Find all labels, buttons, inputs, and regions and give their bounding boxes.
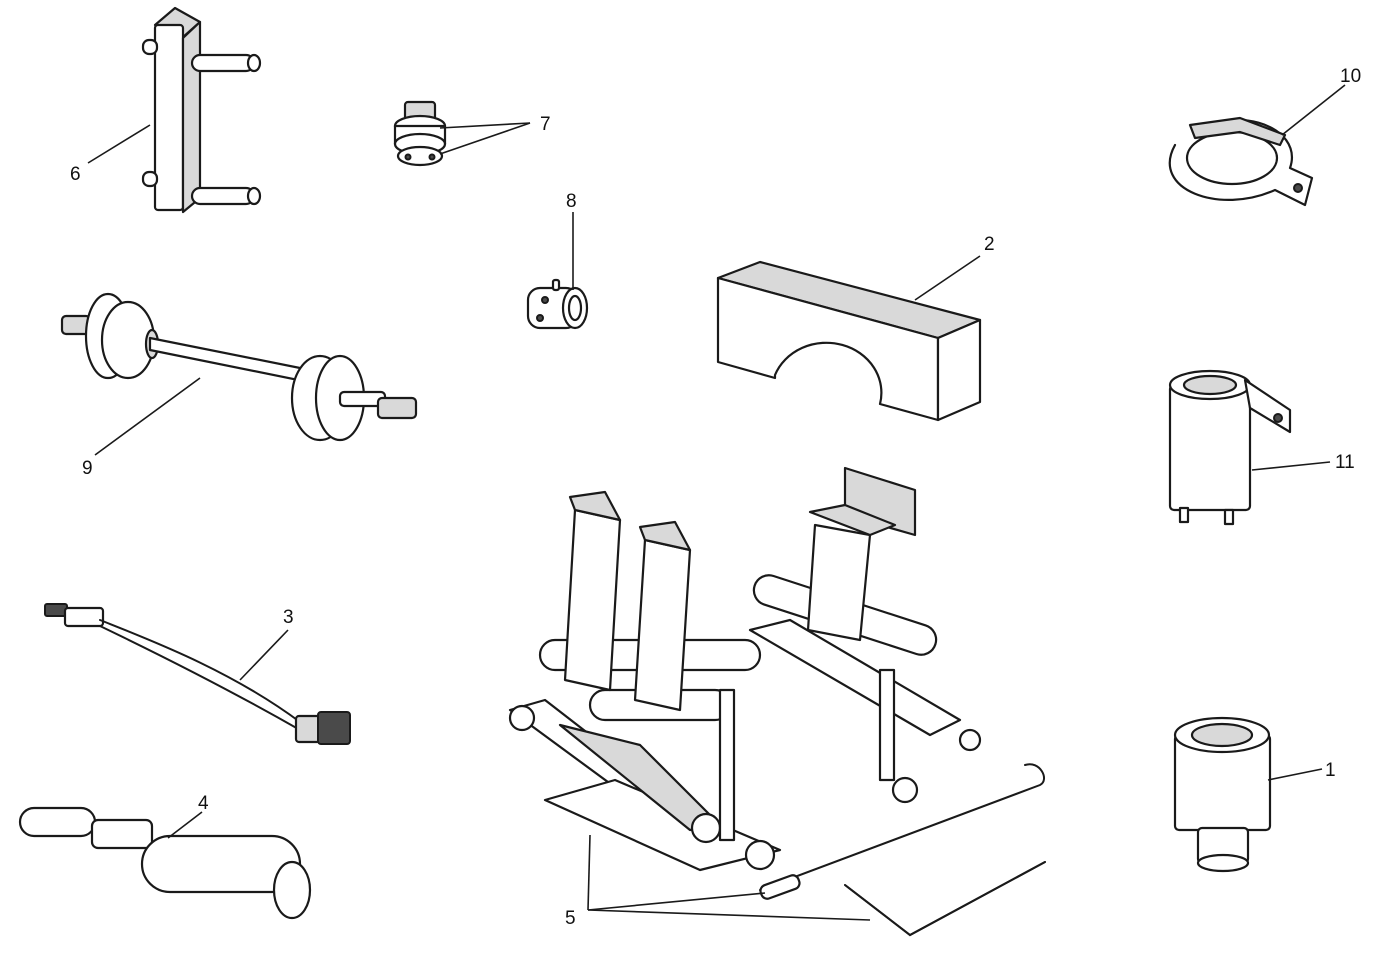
callout-10: 10 [1340, 66, 1361, 87]
callout-2: 2 [984, 234, 995, 255]
tool-1-socket [1173, 716, 1272, 873]
leader-4 [167, 811, 203, 839]
leader-6 [87, 124, 151, 164]
tool-10-ring-spanner [1168, 116, 1314, 207]
tool-3-test-harness [44, 603, 351, 745]
callout-7: 7 [540, 114, 551, 135]
leader-lines [87, 84, 1346, 921]
leader-2 [914, 255, 981, 301]
tool-8-bushing [526, 278, 589, 330]
tool-4-drift [18, 806, 312, 920]
leader-11 [1251, 461, 1331, 471]
tool-2-support-block [716, 260, 982, 422]
callout-3: 3 [283, 607, 294, 628]
tool-11-socket-arm [1168, 369, 1292, 526]
tool-6-puller-frame [141, 6, 262, 214]
callout-4: 4 [198, 793, 209, 814]
callout-9: 9 [82, 458, 93, 479]
leader-5b [587, 892, 766, 911]
leader-3 [239, 629, 289, 681]
tool-7-adapter [393, 100, 447, 167]
leader-10 [1281, 84, 1346, 136]
callout-5: 5 [565, 908, 576, 929]
tool-5-jack-stand [508, 466, 1046, 937]
callout-8: 8 [566, 191, 577, 212]
callout-labels: 1 2 3 4 5 6 7 8 9 10 11 [70, 66, 1361, 929]
leader-1 [1267, 768, 1323, 781]
leader-5c [587, 909, 871, 921]
callout-1: 1 [1325, 760, 1336, 781]
leader-7a [439, 122, 531, 129]
callout-6: 6 [70, 164, 81, 185]
leader-9 [94, 377, 201, 456]
leader-5a [587, 834, 591, 911]
tool-9-bearing-puller [60, 292, 418, 442]
leader-7b [439, 122, 531, 155]
callout-11: 11 [1335, 452, 1355, 473]
